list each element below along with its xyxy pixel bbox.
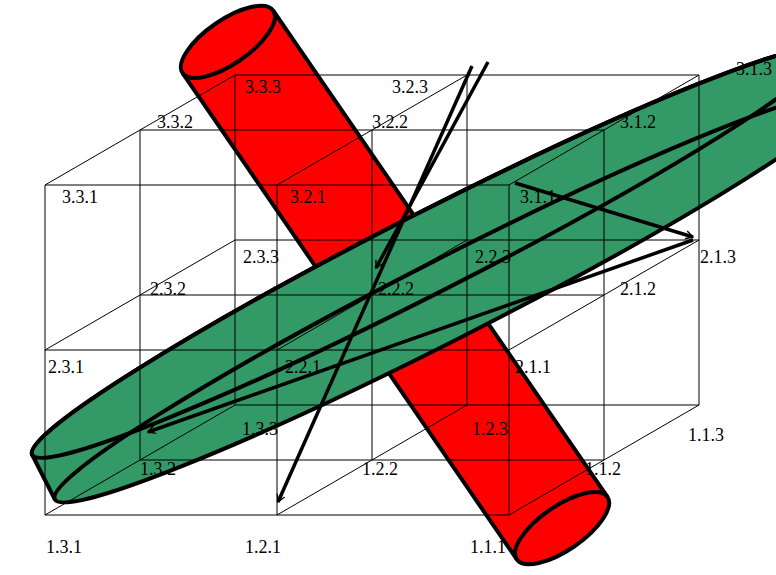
vertex-label: 3.1.1 [520, 188, 556, 208]
grid-line [277, 75, 467, 185]
grid-line [45, 405, 235, 515]
vertex-label: 2.3.1 [48, 358, 84, 378]
vertex-label: 2.2.2 [378, 280, 414, 300]
arrows [148, 62, 693, 502]
vertex-label: 2.2.3 [475, 248, 511, 268]
vertex-label: 2.3.3 [243, 248, 279, 268]
vertex-label: 2.1.2 [620, 280, 656, 300]
vertex-label: 3.3.3 [245, 78, 281, 98]
vertex-label: 3.3.2 [157, 113, 193, 133]
vertex-label: 1.2.2 [362, 460, 398, 480]
vertex-label: 1.3.2 [140, 460, 176, 480]
vertex-label: 2.2.1 [285, 358, 321, 378]
vertex-label: 3.2.2 [372, 113, 408, 133]
vertex-label: 3.1.2 [620, 113, 656, 133]
vertex-label: 1.1.3 [688, 426, 724, 446]
vertex-label: 3.1.3 [736, 60, 772, 80]
vertex-label: 1.3.1 [46, 538, 82, 558]
green-cylinder [14, 15, 776, 535]
grid-line [509, 405, 699, 515]
vertex-label: 3.2.1 [290, 188, 326, 208]
vertex-label: 1.1.1 [470, 538, 506, 558]
vertex-label: 1.2.3 [472, 420, 508, 440]
vertex-label: 3.2.3 [392, 78, 428, 98]
grid-line [277, 405, 467, 515]
vertex-label: 1.1.2 [585, 460, 621, 480]
vertex-label: 1.3.3 [242, 420, 278, 440]
vertex-label: 1.2.1 [245, 538, 281, 558]
grid-line [45, 240, 235, 350]
vertex-label: 2.1.1 [515, 358, 551, 378]
grid-line [45, 75, 235, 185]
vertex-label: 2.3.2 [150, 280, 186, 300]
vertex-label: 3.3.1 [62, 188, 98, 208]
grid-line [509, 75, 699, 185]
vertex-label: 2.1.3 [700, 248, 736, 268]
